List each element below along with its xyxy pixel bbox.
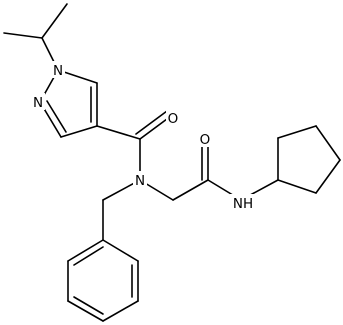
atom-n2-label: N — [33, 95, 43, 111]
bond — [135, 110, 168, 135]
atom-n1: N — [51, 61, 65, 79]
pyrazole-ring — [39, 69, 98, 138]
atom-carbonyl-o-1-label: O — [168, 111, 179, 127]
bond — [139, 115, 172, 140]
bond — [96, 125, 141, 140]
atom-carbonyl-o-1: O — [166, 109, 180, 127]
isopropyl-group — [3, 3, 68, 71]
bond — [315, 159, 341, 194]
carboxamide-group — [96, 110, 172, 181]
bond — [172, 179, 209, 201]
phenyl-ring — [67, 239, 139, 322]
bond — [67, 239, 104, 262]
bond — [73, 246, 104, 266]
atom-carbonyl-o-2: O — [198, 130, 212, 148]
atom-amide-nh-label: NH — [233, 196, 253, 212]
atom-n1-label: N — [53, 63, 63, 79]
bond — [46, 100, 67, 133]
bond — [67, 300, 104, 322]
bond — [41, 3, 68, 39]
atom-amide-nh: NH — [230, 194, 256, 212]
atom-amide-n-label: N — [135, 173, 145, 189]
bond — [60, 125, 98, 138]
atom-n2: N — [31, 93, 45, 111]
benzyl-group — [102, 179, 141, 241]
bond — [3, 32, 43, 39]
bond — [277, 179, 317, 194]
atom-amide-n: N — [133, 171, 147, 189]
glycinamide-linker — [139, 141, 279, 201]
bond — [277, 125, 317, 139]
bond — [102, 300, 139, 322]
atom-carbonyl-o-2-label: O — [200, 132, 211, 148]
bond — [315, 125, 341, 161]
bond — [73, 296, 104, 315]
cyclopentyl-ring — [277, 125, 341, 194]
bond — [102, 239, 139, 262]
